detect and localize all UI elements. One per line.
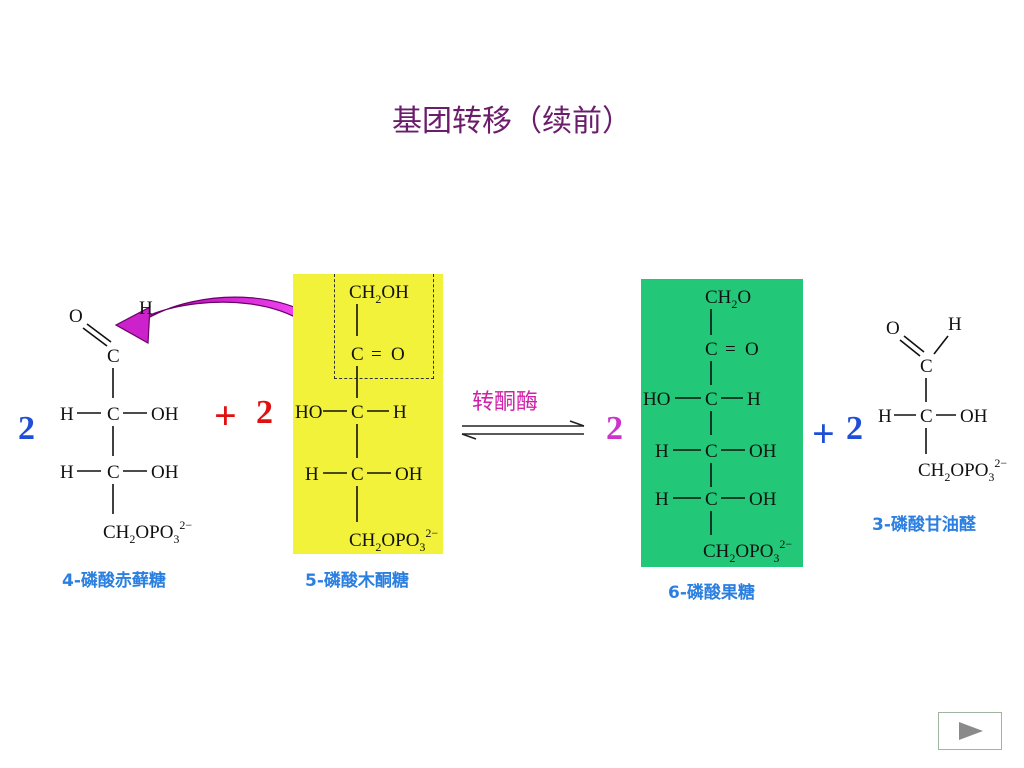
svg-text:H: H bbox=[60, 462, 74, 483]
svg-text:CH2O: CH2O bbox=[705, 287, 751, 311]
svg-text:C: C bbox=[920, 356, 933, 377]
svg-text:CH2OPO32−: CH2OPO32− bbox=[349, 526, 438, 554]
svg-text:C: C bbox=[705, 441, 718, 462]
svg-text:H: H bbox=[393, 402, 407, 423]
svg-text:=: = bbox=[371, 344, 382, 365]
svg-text:C: C bbox=[351, 464, 364, 485]
svg-text:C: C bbox=[107, 404, 120, 425]
fructose-6-phosphate-structure: CH2O C = O HO C H H C OH H C OH CH2OPO32… bbox=[643, 287, 792, 565]
svg-text:O: O bbox=[886, 318, 900, 339]
svg-text:CH2OPO32−: CH2OPO32− bbox=[103, 518, 192, 546]
svg-text:O: O bbox=[745, 339, 759, 360]
svg-text:CH2OPO32−: CH2OPO32− bbox=[703, 537, 792, 565]
svg-text:O: O bbox=[391, 344, 405, 365]
xylulose-highlight-box bbox=[293, 274, 443, 554]
xylulose-5-phosphate-structure: CH2OH C = O HO C H H C OH CH2OPO32− bbox=[295, 282, 438, 554]
svg-text:C: C bbox=[705, 389, 718, 410]
page-title: 基团转移（续前） bbox=[392, 104, 632, 139]
play-triangle-icon bbox=[959, 722, 983, 740]
coefficient-erythrose: 2 bbox=[18, 410, 35, 447]
svg-text:OH: OH bbox=[749, 441, 777, 462]
svg-text:H: H bbox=[948, 314, 962, 335]
glyceraldehyde-3-phosphate-structure: O H C H C OH CH2OPO32− bbox=[878, 314, 1007, 484]
coefficient-glyceraldehyde: 2 bbox=[846, 410, 863, 447]
enzyme-label: 转酮酶 bbox=[472, 390, 539, 415]
coefficient-xylulose: 2 bbox=[256, 394, 273, 431]
svg-text:H: H bbox=[878, 406, 892, 427]
equilibrium-arrow bbox=[461, 420, 585, 440]
svg-text:OH: OH bbox=[749, 489, 777, 510]
svg-text:C: C bbox=[705, 339, 718, 360]
svg-text:C: C bbox=[351, 344, 364, 365]
erythrose-4-phosphate-label: 4-磷酸赤藓糖 bbox=[62, 571, 166, 591]
svg-text:HO: HO bbox=[295, 402, 322, 423]
svg-text:H: H bbox=[139, 298, 153, 319]
svg-text:CH2OH: CH2OH bbox=[349, 282, 409, 306]
next-slide-button[interactable] bbox=[938, 712, 1002, 750]
svg-text:OH: OH bbox=[395, 464, 423, 485]
svg-text:H: H bbox=[655, 489, 669, 510]
svg-text:H: H bbox=[655, 441, 669, 462]
svg-text:C: C bbox=[920, 406, 933, 427]
plus-sign-left: + bbox=[214, 393, 237, 438]
svg-text:O: O bbox=[69, 306, 83, 327]
svg-text:OH: OH bbox=[151, 462, 179, 483]
svg-text:C: C bbox=[107, 346, 120, 367]
svg-text:CH2OPO32−: CH2OPO32− bbox=[918, 456, 1007, 484]
svg-text:HO: HO bbox=[643, 389, 670, 410]
coefficient-fructose: 2 bbox=[606, 410, 623, 447]
svg-text:C: C bbox=[107, 462, 120, 483]
svg-text:H: H bbox=[60, 404, 74, 425]
svg-text:H: H bbox=[305, 464, 319, 485]
ketol-group-dashed-box bbox=[334, 274, 434, 379]
svg-text:OH: OH bbox=[960, 406, 988, 427]
svg-text:H: H bbox=[747, 389, 761, 410]
xylulose-5-phosphate-label: 5-磷酸木酮糖 bbox=[305, 571, 409, 591]
fructose-6-phosphate-label: 6-磷酸果糖 bbox=[668, 583, 755, 603]
erythrose-4-phosphate-structure: O H C H C OH H C OH CH2OPO32− bbox=[60, 298, 192, 546]
svg-text:=: = bbox=[725, 339, 736, 360]
transfer-arrow bbox=[114, 296, 336, 346]
svg-text:C: C bbox=[705, 489, 718, 510]
glyceraldehyde-3-phosphate-label: 3-磷酸甘油醛 bbox=[872, 515, 976, 535]
fructose-highlight-box bbox=[641, 279, 803, 567]
plus-sign-right: + bbox=[812, 411, 835, 456]
svg-text:OH: OH bbox=[151, 404, 179, 425]
svg-text:C: C bbox=[351, 402, 364, 423]
